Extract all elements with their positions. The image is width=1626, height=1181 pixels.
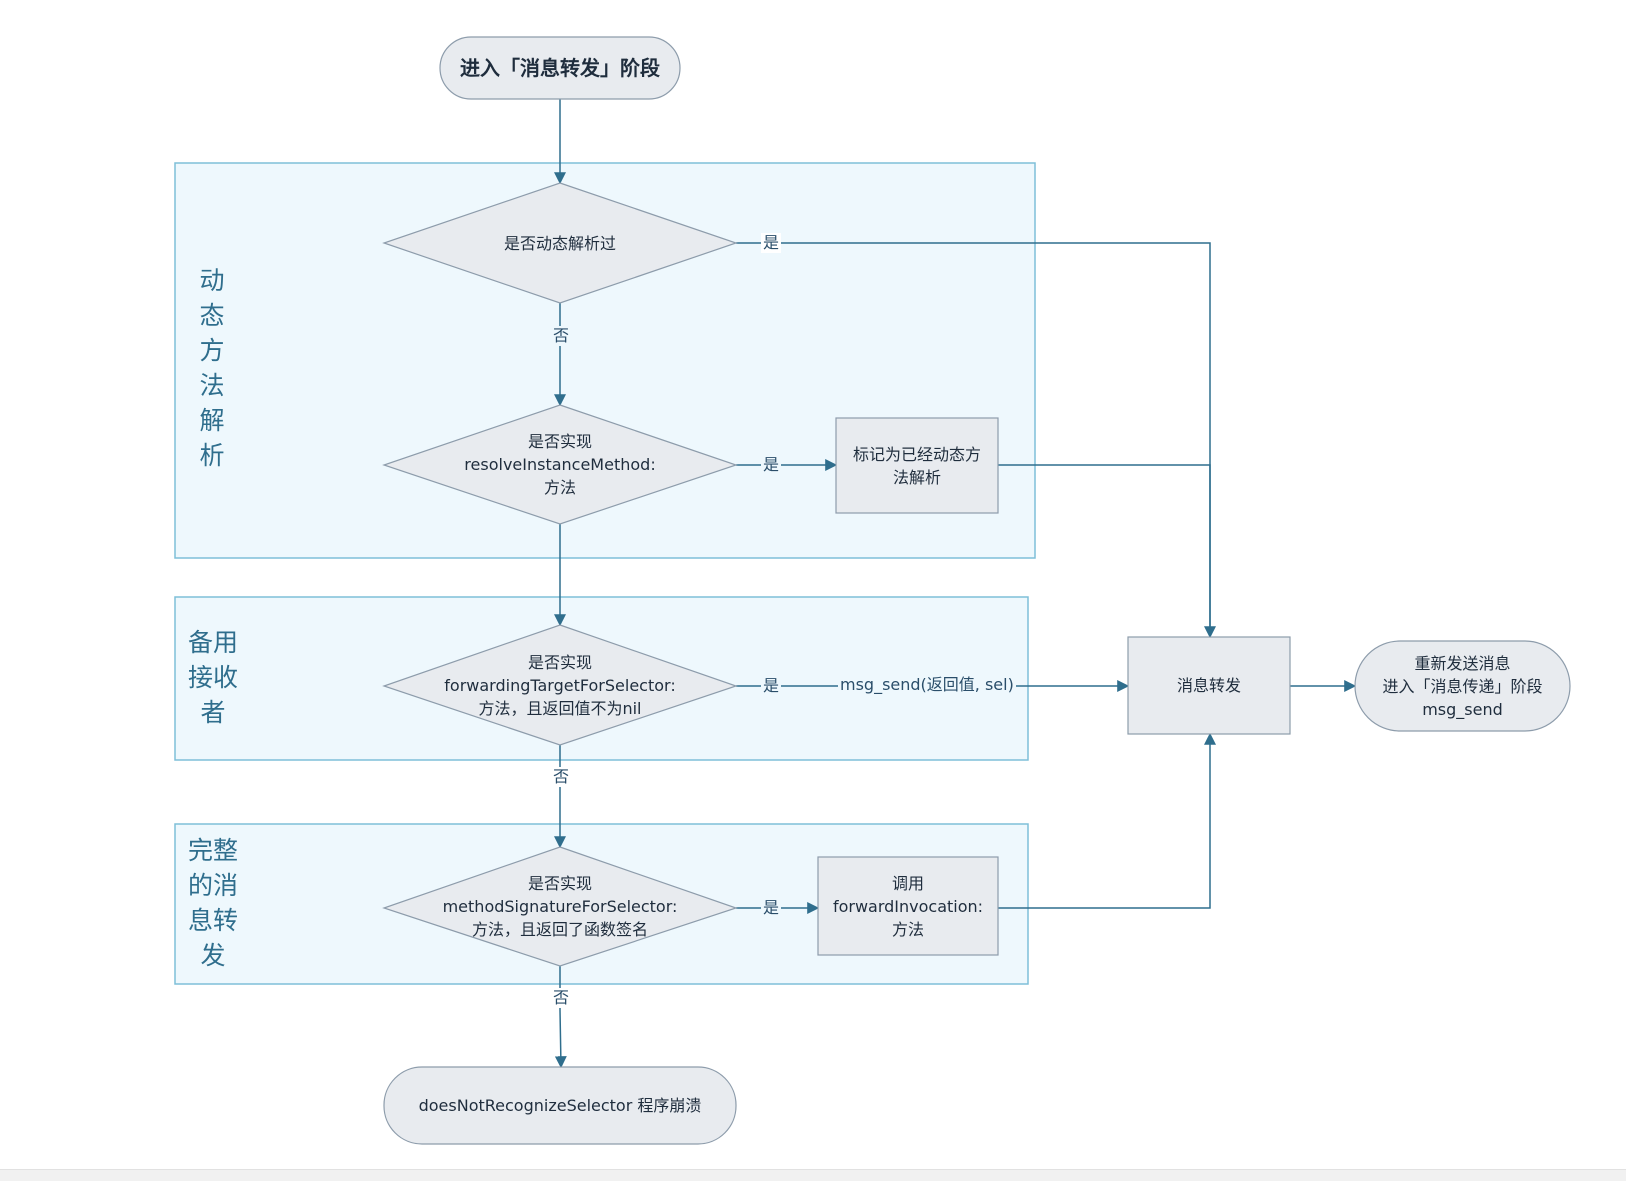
edge-label-msg-send: msg_send(返回值, sel) (838, 675, 1016, 695)
edge-label-d1-yes: 是 (761, 233, 782, 253)
node-d4 (382, 846, 738, 967)
edge-invoke-forward (998, 732, 1216, 909)
node-forward (1127, 636, 1291, 735)
edge-d4-crash (554, 966, 567, 1069)
edge-label-d2-yes: 是 (761, 455, 782, 475)
edge-label-d3-no: 否 (551, 767, 572, 787)
node-d1 (382, 182, 738, 304)
group-label-full: 完整 的消 息转 发 (187, 836, 238, 970)
node-crash (383, 1066, 737, 1145)
edge-label-d4-no: 否 (551, 988, 572, 1008)
node-d2 (382, 404, 738, 525)
node-resend (1354, 640, 1571, 732)
group-label-backup: 备用 接收 者 (187, 628, 238, 727)
edge-label-d3-yes: 是 (761, 676, 782, 696)
node-d3 (382, 624, 738, 746)
edge-mark-forward (998, 464, 1211, 637)
edge-label-d1-no: 否 (551, 326, 572, 346)
edge-label-d4-yes: 是 (761, 898, 782, 918)
node-start (439, 36, 681, 100)
group-label-dynamic: 动 态 方 法 解 析 (199, 266, 225, 470)
bottom-scrollbar (0, 1169, 1626, 1181)
node-mark (835, 417, 999, 514)
node-invoke (817, 856, 999, 956)
